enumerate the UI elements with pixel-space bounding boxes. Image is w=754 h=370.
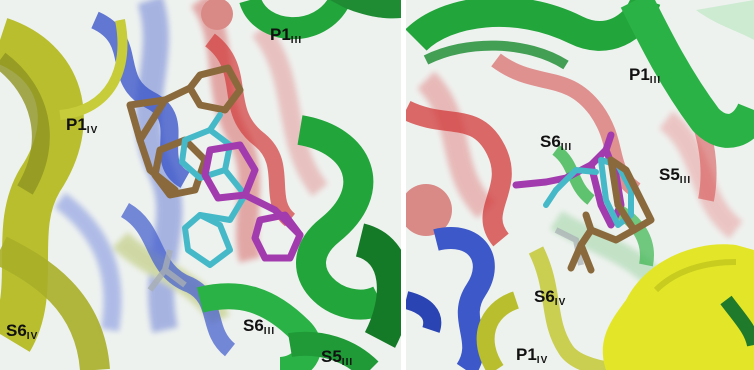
label-s6-iii-right: S6III (540, 132, 573, 153)
left-green-helix-s5iii (296, 115, 387, 320)
left-green-helix-bottom (288, 331, 379, 370)
label-base: P1 (629, 65, 650, 84)
left-green-ribbon-top (239, 0, 350, 40)
right-brown-ligand (567, 156, 655, 274)
label-sub: III (679, 175, 692, 186)
left-cyan-ligand (179, 112, 248, 268)
label-s5-iii-right: S5III (659, 165, 692, 186)
label-base: S6 (540, 132, 561, 151)
label-sub: IV (86, 125, 99, 136)
label-base: S5 (321, 347, 342, 366)
label-base: S6 (6, 321, 27, 340)
label-s6-iii-left: S6III (243, 316, 276, 337)
left-green-ribbon-top-edge (330, 0, 401, 19)
left-green-helix-dark (354, 223, 401, 348)
left-ion-sphere (201, 0, 233, 30)
right-yellow-sheet (602, 244, 754, 370)
right-green-helix-top-right (620, 0, 754, 148)
right-panel: P1III S6III S5III S6IV P1IV (406, 0, 754, 370)
label-base: S5 (659, 165, 680, 184)
label-sub: III (649, 75, 662, 86)
right-ion-sphere (406, 184, 452, 236)
label-sub: IV (554, 297, 567, 308)
right-green-ribbon-shade (423, 40, 569, 70)
left-yellow-helix-shade (0, 52, 50, 195)
left-magenta-ligand (201, 141, 304, 262)
panel-divider (401, 0, 406, 370)
label-base: P1 (66, 115, 87, 134)
left-green-helix-s6iii (196, 283, 322, 370)
right-yellow-sheet-edge (653, 259, 737, 293)
label-sub: III (341, 357, 354, 368)
label-s6-iv-left: S6IV (6, 321, 39, 342)
label-sub: III (263, 326, 276, 337)
label-p1-iii-left: P1III (270, 25, 303, 46)
right-red-helix (406, 100, 512, 247)
left-yellow-loop-p1iv (59, 19, 128, 120)
label-base: P1 (516, 345, 537, 364)
right-yellow-helix-s6iv (476, 291, 520, 370)
label-s5-iii-left: S5III (321, 347, 354, 368)
label-sub: III (290, 35, 303, 46)
left-yellow-helix-lower (0, 236, 110, 370)
label-base: P1 (270, 25, 291, 44)
right-yellow-helix-mid (528, 246, 617, 370)
left-panel: P1III P1IV S6IV S6III S5III (0, 0, 401, 370)
right-green-highlight (696, 0, 754, 40)
right-green-helix-bottom (720, 295, 754, 347)
right-structure-render (406, 0, 754, 370)
right-blue-helix (433, 227, 495, 370)
label-sub: IV (536, 355, 549, 366)
label-s6-iv-right: S6IV (534, 287, 567, 308)
label-p1-iv-right: P1IV (516, 345, 549, 366)
left-grey-ligand (147, 249, 187, 292)
label-p1-iv-left: P1IV (66, 115, 99, 136)
label-p1-iii-right: P1III (629, 65, 662, 86)
left-structure-render (0, 0, 401, 370)
label-sub: IV (26, 331, 39, 342)
label-base: S6 (243, 316, 264, 335)
right-blue-helix-edge (406, 291, 442, 333)
left-blue-helix-lower (120, 203, 236, 357)
right-green-ribbon-p1iii (406, 0, 661, 52)
label-base: S6 (534, 287, 555, 306)
label-sub: III (560, 142, 573, 153)
